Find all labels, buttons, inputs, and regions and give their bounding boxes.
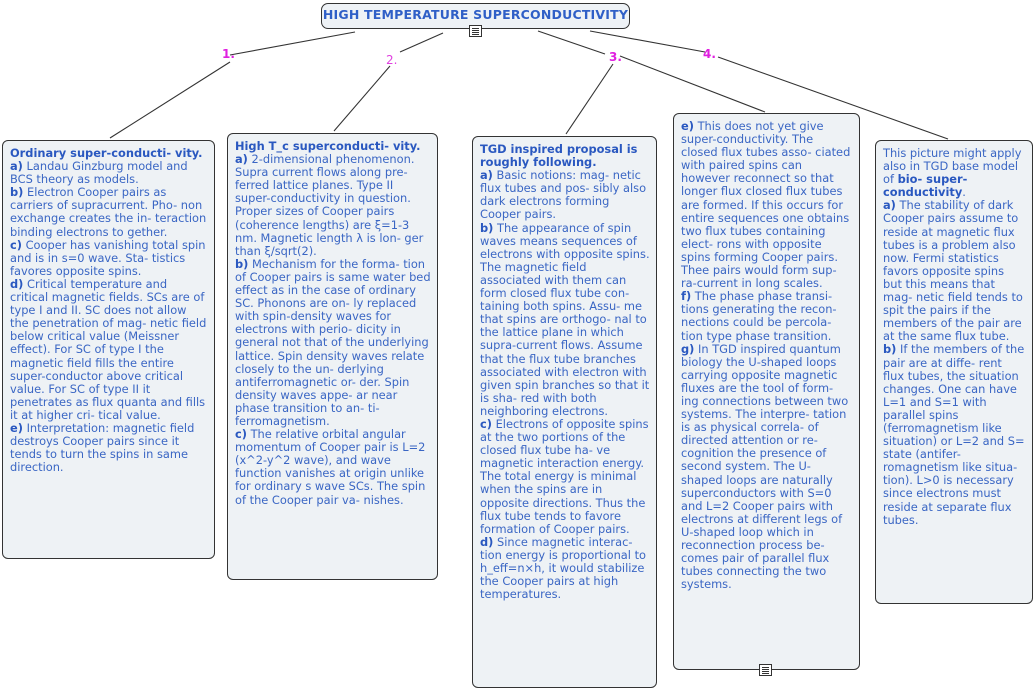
node-heading: TGD inspired proposal is roughly followi…	[480, 142, 638, 170]
node-ordinary-superconductivity[interactable]: Ordinary super-conducti- vity. a) Landau…	[2, 140, 215, 559]
node-paragraph: d) Since magnetic interac- tion energy i…	[480, 534, 647, 602]
node-paragraph: f) The phase phase transi- tions generat…	[681, 289, 837, 343]
node-bio-superconductivity[interactable]: This picture might apply also in TGD bas…	[875, 140, 1033, 604]
node-paragraph: a) 2-dimensional phenomenon. Supra curre…	[235, 152, 424, 258]
node-paragraph: a) The stability of dark Cooper pairs as…	[883, 198, 1023, 344]
node-paragraph: b) The appearance of spin waves means se…	[480, 220, 650, 418]
node-paragraph: c) The relative orbital angular momentum…	[235, 427, 426, 507]
branch-number-2: 2.	[386, 53, 398, 67]
node-tgd-inspired-proposal[interactable]: TGD inspired proposal is roughly followi…	[472, 136, 657, 688]
node-paragraph: e) Interpretation: magnetic field destro…	[10, 420, 195, 475]
node-heading: High T_c superconducti- vity.	[235, 139, 421, 153]
node-paragraph: b) If the members of the pair are at dif…	[883, 342, 1025, 527]
node-paragraph: e) This does not yet give super-conducti…	[681, 119, 851, 291]
branch-number-3: 3.	[609, 50, 622, 64]
node-paragraph: a) Landau Ginzburg model and BCS theory …	[10, 159, 188, 187]
node-paragraph: c) Cooper has vanishing total spin and i…	[10, 237, 206, 278]
node-paragraph: a) Basic notions: mag- netic flux tubes …	[480, 168, 647, 222]
node-paragraph: c) Electrons of opposite spins at the tw…	[480, 416, 649, 536]
node-paragraph: d) Critical temperature and critical mag…	[10, 276, 207, 422]
branch-number-1: 1.	[222, 47, 235, 61]
node-paragraph: This picture might apply also in TGD bas…	[883, 146, 1022, 200]
node-heading: Ordinary super-conducti- vity.	[10, 146, 203, 160]
node-paragraph: g) In TGD inspired quantum biology the U…	[681, 341, 849, 592]
node-paragraph: b) Mechanism for the forma- tion of Coop…	[235, 256, 431, 428]
branch-number-4: 4.	[703, 47, 716, 61]
document-icon[interactable]	[759, 664, 772, 676]
node-reconnection[interactable]: e) This does not yet give super-conducti…	[673, 113, 860, 670]
node-paragraph: b) Electron Cooper pairs as carriers of …	[10, 185, 207, 239]
document-icon[interactable]	[469, 25, 482, 37]
node-high-tc-superconductivity[interactable]: High T_c superconducti- vity. a) 2-dimen…	[227, 133, 438, 580]
